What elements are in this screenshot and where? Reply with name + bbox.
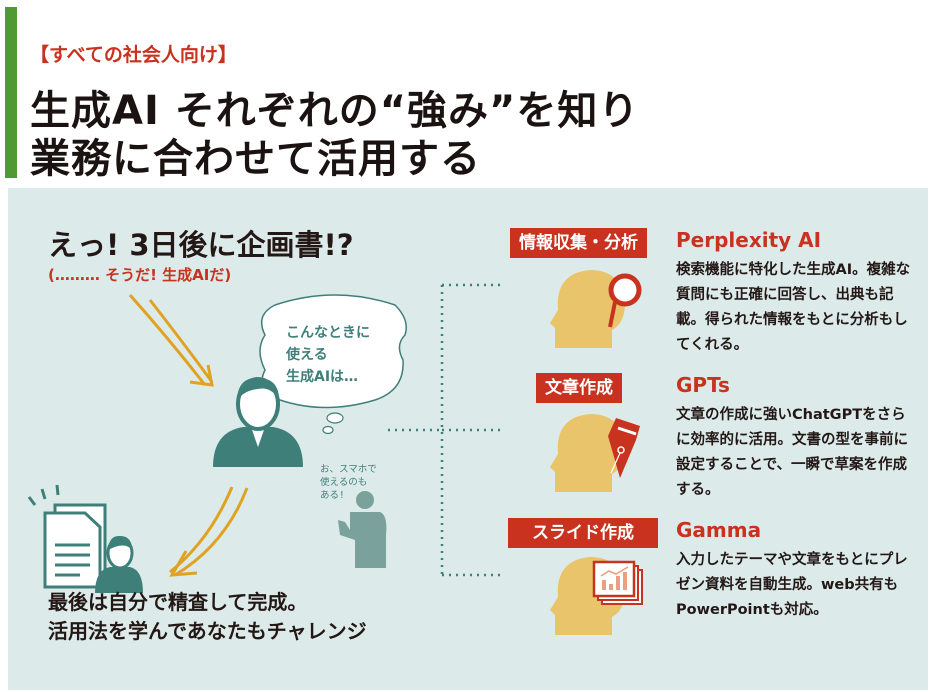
note-line: お、スマホで	[320, 464, 377, 475]
businessman-icon	[213, 377, 303, 467]
eyebrow-label: 【すべての社会人向け】	[30, 44, 237, 66]
bubble-line: こんなときに	[286, 325, 370, 341]
conclusion-line: 活用法を学んであなたもチャレンジ	[48, 619, 367, 643]
category-label: 文章作成	[536, 373, 622, 403]
slides-chart-icon	[592, 560, 643, 605]
thought-bubble	[259, 294, 407, 435]
pen-nib-icon	[608, 418, 640, 478]
infographic-panel	[8, 188, 928, 690]
category-label: スライド作成	[508, 518, 658, 548]
document-icon	[27, 484, 143, 593]
tool-description: 検索機能に特化した生成AI。複雑な質問にも正確に回答し、出典も記載。得られた情報…	[676, 262, 911, 353]
tool-description: 入力したテーマや文章をもとにプレゼン資料を自動生成。web共有もPowerPoi…	[676, 552, 908, 618]
bubble-line: 生成AIは…	[286, 369, 359, 385]
smartphone-user-icon	[338, 491, 387, 568]
story-subline: (……… そうだ! 生成AIだ)	[48, 266, 232, 284]
thought-bubble-text: こんなときに 使える 生成AIは…	[286, 322, 370, 388]
conclusion-line: 最後は自分で精査して完成。	[48, 590, 308, 614]
tool-description: 文章の作成に強いChatGPTをさらに効率的に活用。文書の型を事前に設定すること…	[676, 407, 908, 498]
page-title-line2: 業務に合わせて活用する	[30, 136, 481, 182]
bubble-line: 使える	[286, 347, 328, 363]
head-icon	[550, 414, 625, 492]
note-line: ある!	[320, 490, 345, 501]
smartphone-note: お、スマホで 使えるのも ある!	[320, 463, 377, 502]
story-headline: えっ! 3日後に企画書!?	[48, 228, 354, 262]
category-label: 情報収集・分析	[510, 228, 647, 258]
head-icon	[550, 270, 625, 348]
tool-name: Gamma	[676, 518, 762, 542]
conclusion-text: 最後は自分で精査して完成。 活用法を学んであなたもチャレンジ	[48, 588, 367, 646]
tool-name: GPTs	[676, 373, 730, 397]
magnifier-icon	[608, 273, 642, 328]
tool-name: Perplexity AI	[676, 228, 822, 252]
accent-bar	[5, 7, 17, 178]
page-title-line1: 生成AI それぞれの“強み”を知り	[30, 88, 640, 134]
note-line: 使えるのも	[320, 477, 368, 488]
